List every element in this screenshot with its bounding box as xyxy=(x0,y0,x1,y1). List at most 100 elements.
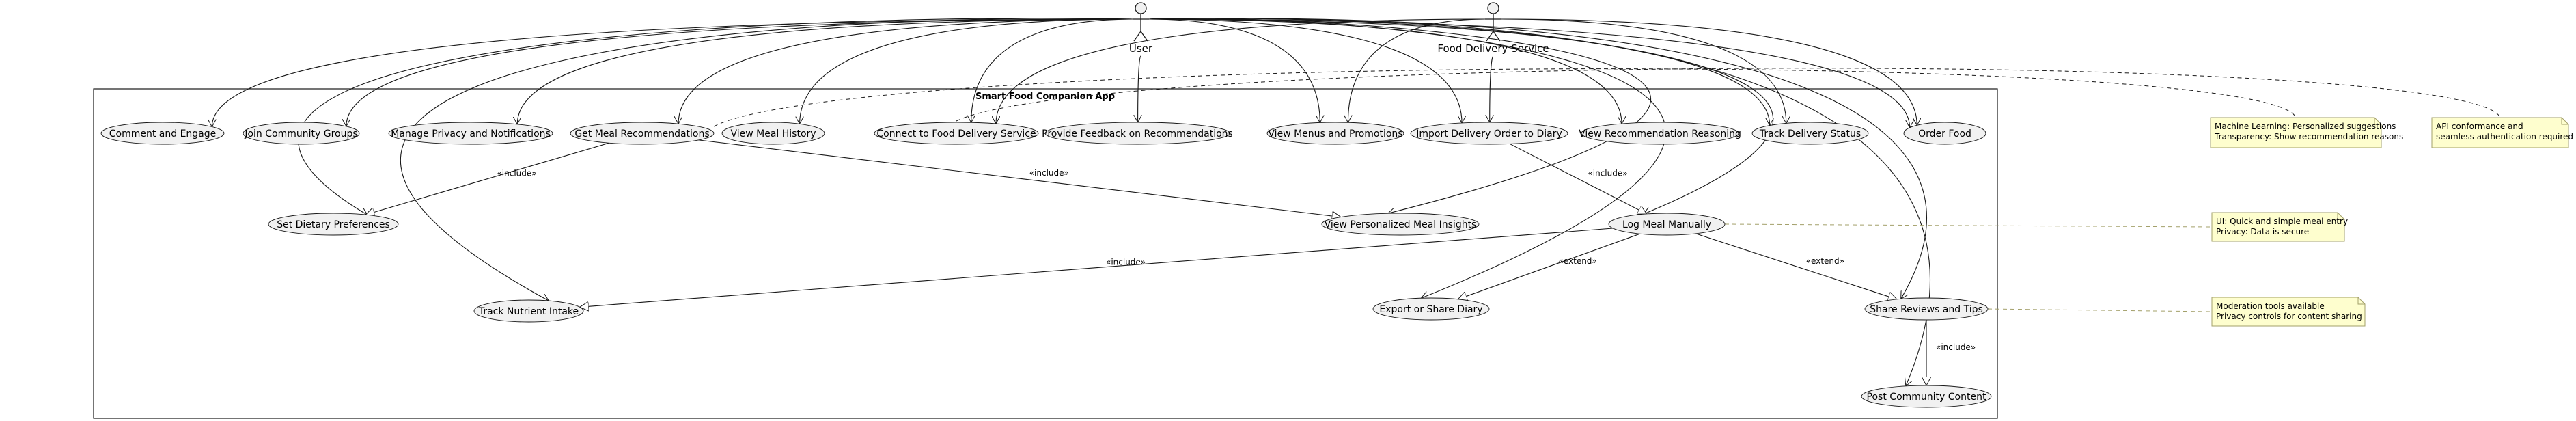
usecase-label: View Menus and Promotions xyxy=(1268,128,1402,139)
usecase-shape xyxy=(1321,213,1480,236)
association-user-nutrient xyxy=(400,18,1133,301)
relation-label: «include» xyxy=(497,169,536,178)
usecase-shape xyxy=(874,122,1039,145)
note-ml: Machine Learning: Personalized suggestio… xyxy=(2210,117,2403,148)
note-line: Machine Learning: Personalized suggestio… xyxy=(2215,122,2396,131)
usecase-shape xyxy=(1410,122,1568,145)
relation-label: «extend» xyxy=(1559,256,1597,266)
usecase-diet[interactable]: Set Dietary Preferences xyxy=(268,213,399,236)
relation-logmeal-export xyxy=(1458,233,1640,299)
usecase-nutrient[interactable]: Track Nutrient Intake xyxy=(473,299,584,323)
association-user-history xyxy=(800,18,1133,124)
usecase-shape xyxy=(1372,297,1490,321)
usecase-post[interactable]: Post Community Content xyxy=(1861,385,1992,408)
usecase-shape xyxy=(1751,122,1869,145)
usecase-history[interactable]: View Meal History xyxy=(721,122,825,145)
usecase-shape xyxy=(1864,297,1989,321)
note-shape xyxy=(2211,297,2366,327)
usecase-label: View Personalized Meal Insights xyxy=(1325,219,1477,230)
usecase-shape xyxy=(388,122,553,145)
usecase-logmeal[interactable]: Log Meal Manually xyxy=(1608,213,1726,236)
actor-user[interactable]: User xyxy=(1129,2,1153,55)
usecase-shape xyxy=(1608,213,1726,236)
usecase-groups[interactable]: Join Community Groups xyxy=(243,122,360,145)
note-line: Transparency: Show recommendation reason… xyxy=(2214,132,2403,141)
usecase-shape xyxy=(268,213,399,236)
association-user-insights xyxy=(1148,18,1652,213)
association-user-getrec xyxy=(678,18,1133,124)
relation-label: «include» xyxy=(1936,342,1976,352)
note-fold xyxy=(2561,118,2568,125)
usecase-reason[interactable]: View Recommendation Reasoning xyxy=(1579,122,1741,145)
note-line: seamless authentication required xyxy=(2436,132,2573,141)
association-fds-connect xyxy=(996,18,1486,124)
note-shape xyxy=(2210,117,2382,148)
usecase-comment[interactable]: Comment and Engage xyxy=(100,122,225,145)
actor-leg xyxy=(1486,31,1494,42)
relation-getrec-insights xyxy=(698,139,1341,217)
usecase-export[interactable]: Export or Share Diary xyxy=(1372,297,1490,321)
association-user-feedback xyxy=(1138,55,1141,122)
usecase-shape xyxy=(1861,385,1992,408)
usecase-menus[interactable]: View Menus and Promotions xyxy=(1266,122,1404,145)
usecase-label: View Meal History xyxy=(730,128,816,139)
usecase-shape xyxy=(1903,122,1986,145)
usecase-track[interactable]: Track Delivery Status xyxy=(1751,122,1869,145)
note-connector xyxy=(713,68,2297,127)
usecase-label: Track Delivery Status xyxy=(1759,128,1861,139)
association-user-reason xyxy=(1148,18,1622,124)
usecase-getrec[interactable]: Get Meal Recommendations xyxy=(570,122,715,145)
actor-leg xyxy=(1133,31,1141,42)
note-line: UI: Quick and simple meal entry xyxy=(2216,217,2348,226)
usecase-label: Join Community Groups xyxy=(244,128,357,139)
usecase-import[interactable]: Import Delivery Order to Diary xyxy=(1410,122,1568,145)
association-user-import xyxy=(1148,18,1462,123)
association-user-groups xyxy=(346,18,1133,126)
actor-leg xyxy=(1140,31,1148,42)
relation-label: «include» xyxy=(1106,258,1146,267)
usecase-share[interactable]: Share Reviews and Tips xyxy=(1864,297,1989,321)
note-connector xyxy=(1724,223,2213,228)
note-line: Moderation tools available xyxy=(2216,301,2325,311)
actor-head xyxy=(1487,2,1499,14)
actor-fds[interactable]: Food Delivery Service xyxy=(1437,2,1549,55)
usecase-label: Set Dietary Preferences xyxy=(277,219,390,230)
usecase-shape xyxy=(1044,122,1230,145)
usecase-insights[interactable]: View Personalized Meal Insights xyxy=(1321,213,1480,236)
usecase-label: Export or Share Diary xyxy=(1379,304,1482,315)
note-connector xyxy=(1987,308,2213,312)
usecase-shape xyxy=(1581,122,1739,145)
association-fds-track xyxy=(1501,18,1786,123)
usecase-feedback[interactable]: Provide Feedback on Recommendations xyxy=(1042,122,1233,145)
note-fold xyxy=(2374,118,2381,125)
association-user-diet xyxy=(298,18,1133,215)
usecase-order[interactable]: Order Food xyxy=(1903,122,1986,145)
association-fds-menus xyxy=(1348,18,1486,122)
usecase-connect[interactable]: Connect to Food Delivery Service xyxy=(874,122,1039,145)
usecase-label: View Recommendation Reasoning xyxy=(1579,128,1741,139)
usecase-shape xyxy=(1266,122,1404,145)
usecase-label: Log Meal Manually xyxy=(1622,219,1711,230)
relation-getrec-diet xyxy=(365,142,609,215)
relation-label: «include» xyxy=(1588,169,1627,178)
usecase-privacy[interactable]: Manage Privacy and Notifications xyxy=(388,122,553,145)
usecase-label: Post Community Content xyxy=(1867,392,1986,403)
note-fold xyxy=(2357,297,2365,305)
relation-logmeal-share xyxy=(1695,233,1896,299)
usecase-label: Get Meal Recommendations xyxy=(574,128,709,139)
usecase-label: Comment and Engage xyxy=(109,128,217,139)
note-shape xyxy=(2431,117,2569,148)
association-user-comment xyxy=(212,18,1133,126)
usecase-label: Order Food xyxy=(1918,128,1971,139)
association-user-order xyxy=(1148,18,1910,128)
association-fds-import xyxy=(1490,55,1493,122)
association-user-menus xyxy=(1148,18,1320,122)
relation-label: «include» xyxy=(1029,168,1069,178)
usecase-label: Connect to Food Delivery Service xyxy=(876,128,1036,139)
usecase-label: Share Reviews and Tips xyxy=(1870,304,1983,315)
relation-logmeal-nutrient xyxy=(580,228,1614,307)
